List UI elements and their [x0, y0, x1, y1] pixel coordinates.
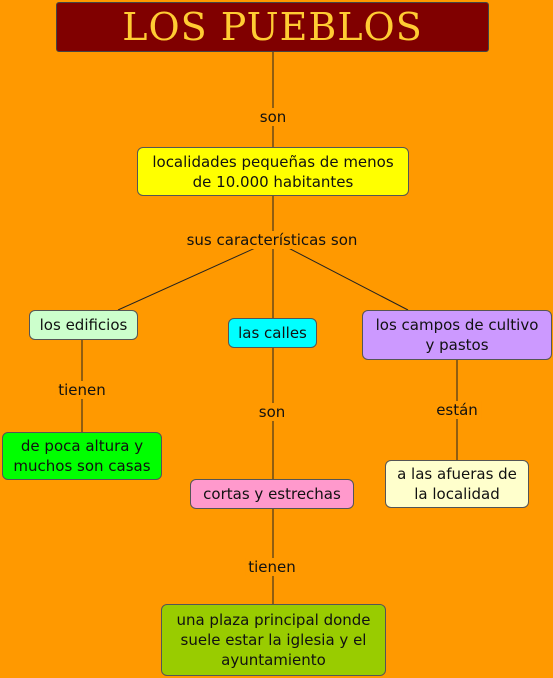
link-label-estan: están	[433, 401, 481, 419]
node-cortas-estrechas: cortas y estrechas	[190, 479, 354, 509]
node-campos: los campos de cultivo y pastos	[362, 310, 552, 360]
node-localidades: localidades pequeñas de menos de 10.000 …	[137, 147, 409, 196]
link-label-tienen-calles: tienen	[245, 558, 299, 576]
node-calles: las calles	[228, 318, 317, 348]
link-label-son-calles: son	[255, 403, 289, 421]
link-label-caracteristicas: sus características son	[183, 231, 361, 249]
connector-hub-edificios	[117, 239, 274, 311]
node-poca-altura: de poca altura y muchos son casas	[2, 432, 162, 480]
map-title: LOS PUEBLOS	[56, 2, 489, 52]
node-afueras: a las afueras de la localidad	[385, 460, 529, 508]
link-label-tienen-edificios: tienen	[55, 381, 109, 399]
node-edificios: los edificios	[29, 310, 138, 340]
connector-hub-campos	[272, 239, 409, 311]
link-label-son: son	[256, 108, 290, 126]
node-plaza-principal: una plaza principal donde suele estar la…	[161, 604, 386, 676]
